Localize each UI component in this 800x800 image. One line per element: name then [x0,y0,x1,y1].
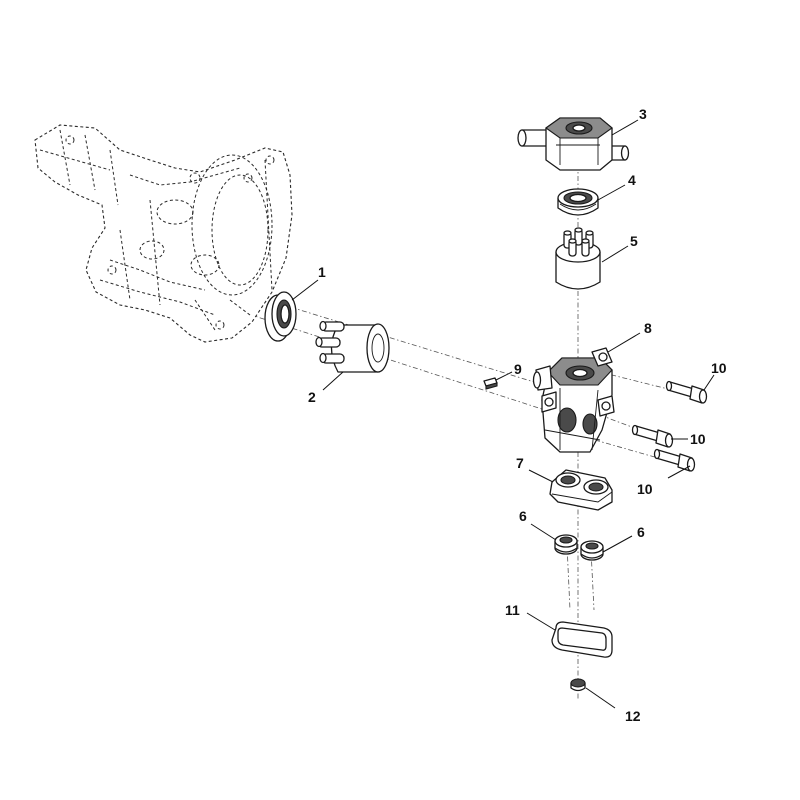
part-2-cylinder-block [315,320,390,373]
transaxle-housing-phantom [34,124,293,343]
callout-6-right: 6 [637,524,645,540]
callout-10-upper: 10 [711,360,727,376]
part-7-manifold [549,469,613,511]
callout-1: 1 [318,264,326,280]
callouts: 1 2 3 4 5 6 6 7 8 9 10 10 10 11 12 [308,106,727,724]
part-10-bolt-upper [665,380,708,404]
callout-10-lower: 10 [637,481,653,497]
callout-3: 3 [639,106,647,122]
part-5-cylinder-block [555,227,601,290]
part-12-plug [570,678,586,692]
callout-5: 5 [630,233,638,249]
callout-12: 12 [625,708,641,724]
callout-6-left: 6 [519,508,527,524]
callout-10-middle: 10 [690,431,706,447]
leader-lines [291,119,715,709]
part-11-gasket [551,621,613,658]
callout-9: 9 [514,361,522,377]
part-4-thrust-bearing [557,188,599,216]
part-10-bolt-lower [653,448,696,472]
part-1-seal [264,291,297,342]
callout-7: 7 [516,455,524,471]
part-6-check-valve-left [554,534,578,555]
callout-2: 2 [308,389,316,405]
part-10-bolt-middle [631,424,674,448]
part-8-center-section [532,347,615,453]
part-6-check-valve-right [580,540,604,561]
callout-8: 8 [644,320,652,336]
part-9-key [483,377,498,390]
callout-4: 4 [628,172,636,188]
callout-11: 11 [505,602,520,618]
part-3-swashplate [517,117,630,171]
